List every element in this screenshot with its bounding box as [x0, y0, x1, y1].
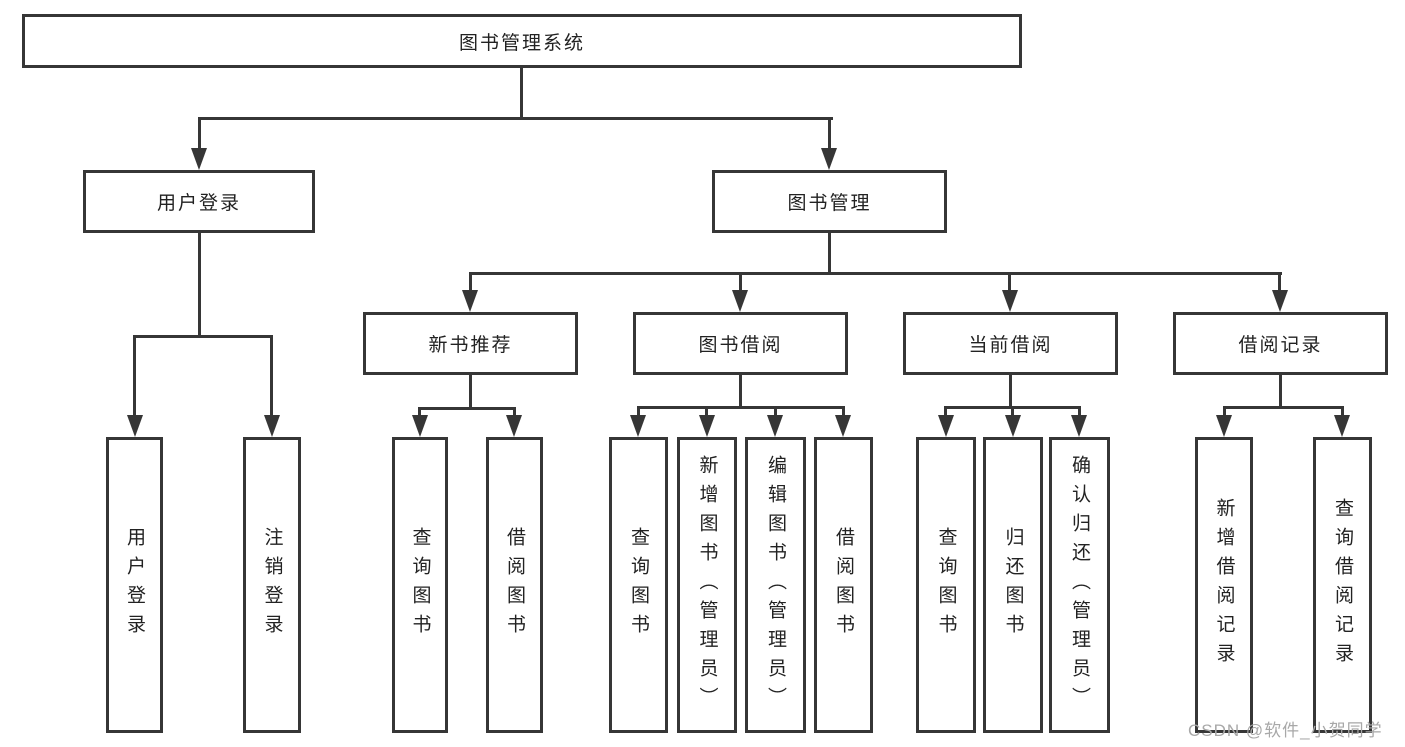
arrow-down-icon [699, 415, 715, 437]
connector-line [1278, 272, 1281, 290]
node-edit-books-admin-label: 编辑图书（管理员） [765, 454, 786, 716]
node-query-books-borrow: 查询图书 [609, 437, 668, 733]
connector-line [520, 68, 523, 117]
connector-line [1009, 375, 1012, 406]
connector-line [1223, 406, 1344, 409]
connector-line [1011, 406, 1014, 415]
connector-line [418, 407, 421, 415]
node-add-books-admin-label: 新增图书（管理员） [696, 454, 718, 716]
connector-line [842, 406, 845, 415]
node-root: 图书管理系统 [22, 14, 1022, 68]
connector-line [133, 335, 136, 415]
node-query-borrow-record-label: 查询借阅记录 [1332, 498, 1353, 672]
node-user-login-action-label: 用户登录 [124, 527, 145, 643]
connector-line [469, 272, 472, 290]
arrow-down-icon [821, 148, 837, 170]
node-current-borrow: 当前借阅 [903, 312, 1118, 375]
connector-line [418, 407, 516, 410]
connector-line [1008, 272, 1011, 290]
connector-line [469, 272, 1282, 275]
node-query-books-borrow-label: 查询图书 [628, 527, 649, 643]
connector-line [198, 117, 201, 148]
node-add-borrow-record: 新增借阅记录 [1195, 437, 1253, 733]
node-new-book-recommend-label: 新书推荐 [428, 335, 513, 356]
arrow-down-icon [630, 415, 646, 437]
arrow-down-icon [1002, 290, 1018, 312]
connector-line [739, 375, 742, 406]
connector-line [133, 335, 273, 338]
node-return-books-label: 归还图书 [1002, 527, 1024, 643]
node-query-borrow-record: 查询借阅记录 [1313, 437, 1372, 733]
arrow-down-icon [412, 415, 428, 437]
node-root-label: 图书管理系统 [458, 32, 585, 54]
node-add-books-admin: 新增图书（管理员） [677, 437, 737, 733]
arrow-down-icon [767, 415, 783, 437]
node-book-management-label: 图书管理 [787, 193, 872, 214]
arrow-down-icon [1272, 290, 1288, 312]
connector-line [198, 233, 201, 335]
connector-line [469, 375, 472, 407]
connector-line [944, 406, 947, 415]
arrow-down-icon [462, 290, 478, 312]
node-user-login-action: 用户登录 [106, 437, 163, 733]
arrow-down-icon [191, 148, 207, 170]
node-confirm-return-admin: 确认归还（管理员） [1049, 437, 1110, 733]
node-book-borrow: 图书借阅 [633, 312, 848, 375]
connector-line [270, 335, 273, 415]
arrow-down-icon [127, 415, 143, 437]
node-user-login-label: 用户登录 [156, 193, 241, 214]
arrow-down-icon [1005, 415, 1021, 437]
connector-line [513, 407, 516, 415]
connector-line [705, 406, 708, 415]
connector-line [637, 406, 640, 415]
connector-line [828, 233, 831, 272]
node-borrow-books-new: 借阅图书 [486, 437, 543, 733]
arrow-down-icon [732, 290, 748, 312]
connector-line [637, 406, 845, 409]
connector-line [1223, 406, 1226, 415]
node-add-borrow-record-label: 新增借阅记录 [1213, 498, 1235, 672]
node-query-books-current-label: 查询图书 [935, 527, 957, 643]
arrow-down-icon [1071, 415, 1087, 437]
arrow-down-icon [835, 415, 851, 437]
node-logout-label: 注销登录 [261, 527, 283, 643]
node-logout: 注销登录 [243, 437, 301, 733]
node-user-login: 用户登录 [83, 170, 315, 233]
node-query-books-new: 查询图书 [392, 437, 448, 733]
arrow-down-icon [506, 415, 522, 437]
node-new-book-recommend: 新书推荐 [363, 312, 578, 375]
node-borrow-books-borrow-label: 借阅图书 [833, 527, 854, 643]
node-return-books: 归还图书 [983, 437, 1043, 733]
node-borrow-books-new-label: 借阅图书 [504, 527, 525, 643]
connector-line [774, 406, 777, 415]
watermark: CSDN @软件_小贺同学 [1188, 721, 1383, 740]
arrow-down-icon [1334, 415, 1350, 437]
node-edit-books-admin: 编辑图书（管理员） [745, 437, 806, 733]
node-book-management: 图书管理 [712, 170, 947, 233]
arrow-down-icon [938, 415, 954, 437]
node-query-books-new-label: 查询图书 [409, 527, 431, 643]
connector-line [828, 117, 831, 148]
arrow-down-icon [1216, 415, 1232, 437]
node-borrow-books-borrow: 借阅图书 [814, 437, 873, 733]
connector-line [1078, 406, 1081, 415]
connector-line [739, 272, 742, 290]
node-borrow-records-label: 借阅记录 [1238, 335, 1323, 356]
node-borrow-records: 借阅记录 [1173, 312, 1388, 375]
node-confirm-return-admin-label: 确认归还（管理员） [1069, 454, 1090, 716]
arrow-down-icon [264, 415, 280, 437]
connector-line [1279, 375, 1282, 406]
node-current-borrow-label: 当前借阅 [968, 335, 1053, 356]
node-query-books-current: 查询图书 [916, 437, 976, 733]
connector-line [1341, 406, 1344, 415]
node-book-borrow-label: 图书借阅 [698, 335, 783, 356]
connector-line [198, 117, 833, 120]
